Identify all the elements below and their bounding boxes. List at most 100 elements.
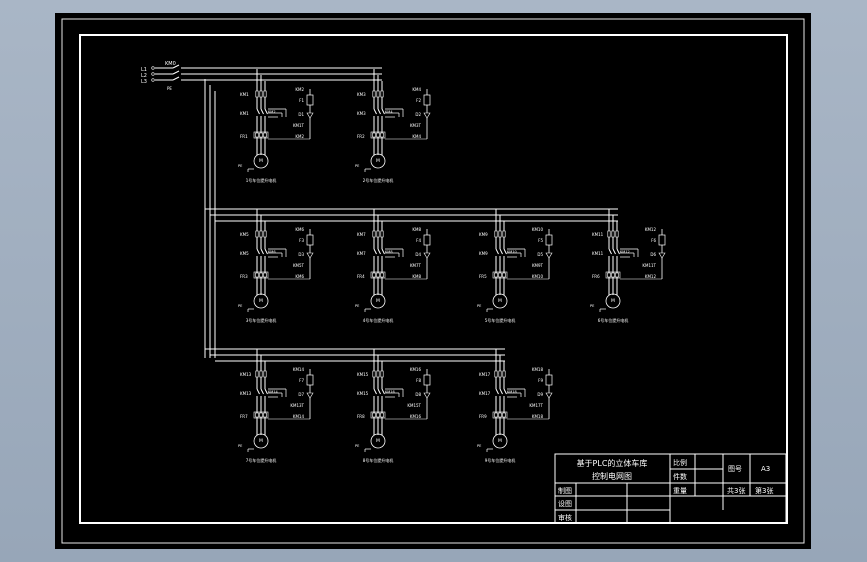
thermal-element — [259, 412, 263, 418]
fuse-symbol — [498, 230, 502, 238]
motor-label: M — [498, 298, 502, 304]
contact-symbol — [377, 108, 381, 115]
contact-symbol — [264, 108, 268, 115]
motor-circuit: MPEKM13KM13FR7KM14F7D7KM13TKM14KM147号车位提… — [238, 349, 314, 463]
thermal-element — [380, 272, 384, 278]
brake-contactor-label: KM14 — [293, 367, 305, 372]
thermal-element — [502, 412, 506, 418]
motor-label: M — [611, 298, 615, 304]
timer-label: KM7T — [410, 263, 422, 268]
phase-label-l2: L2 — [141, 73, 147, 79]
breaker-label: KM15 — [357, 372, 369, 377]
fuse-symbol — [380, 370, 384, 378]
fuse-symbol — [607, 230, 611, 238]
fuse-symbol — [494, 230, 498, 238]
thermal-element — [498, 412, 502, 418]
aux-contactor-label: KM6 — [295, 274, 304, 279]
fuse-symbol — [263, 230, 267, 238]
motor-symbol — [605, 293, 621, 309]
circuit-caption: 6号车位提升电机 — [598, 317, 629, 323]
circuit-caption: 5号车位提升电机 — [485, 317, 516, 323]
motor-symbol — [253, 153, 269, 169]
relay-label: F1 — [299, 98, 304, 103]
aux-contact-label: KM2 — [268, 110, 276, 114]
aux-contact-label: KM10 — [507, 250, 517, 254]
designed-by-label: 设图 — [558, 499, 572, 508]
overload-relay — [370, 271, 386, 279]
aux-contactor-label: KM10 — [532, 274, 544, 279]
timer-label: KM9T — [532, 263, 544, 268]
contact-symbol — [373, 108, 377, 115]
diode-symbol — [545, 392, 553, 399]
sheet-number: 第3张 — [755, 486, 773, 495]
aux-contact-label: KM8 — [385, 250, 393, 254]
relay-label: F3 — [299, 238, 304, 243]
title-block — [554, 453, 787, 524]
relay-label: F4 — [416, 238, 421, 243]
thermal-element — [607, 272, 611, 278]
circuit-caption: 4号车位提升电机 — [363, 317, 394, 323]
pe-label: PE — [355, 444, 359, 448]
motor-label: M — [259, 158, 263, 164]
thermal-label: FR8 — [357, 414, 365, 419]
diode-label: D1 — [298, 112, 304, 117]
relay-coil — [545, 374, 553, 386]
fuse-symbol — [376, 230, 380, 238]
aux-contactor-label: KM12 — [645, 274, 657, 279]
terminal-dot — [151, 78, 155, 82]
contact-symbol — [256, 108, 260, 115]
circuit-caption: 2号车位提升电机 — [363, 177, 394, 183]
brake-contactor-label: KM4 — [412, 87, 421, 92]
aux-contactor-label: KM4 — [412, 134, 421, 139]
thermal-element — [255, 272, 259, 278]
main-switch-blade — [172, 64, 180, 69]
fuse-symbol — [380, 90, 384, 98]
thermal-element — [372, 132, 376, 138]
motor-symbol — [370, 433, 386, 449]
thermal-label: FR4 — [357, 274, 365, 279]
sheet-size: A3 — [761, 465, 770, 473]
fuse-symbol — [380, 230, 384, 238]
motor-label: M — [376, 158, 380, 164]
contact-symbol — [256, 248, 260, 255]
timer-label: KM13T — [290, 403, 304, 408]
fuse-symbol — [376, 90, 380, 98]
contactor-label: KM13 — [240, 391, 252, 396]
thermal-element — [380, 412, 384, 418]
thermal-element — [263, 272, 267, 278]
pe-label: PE — [355, 304, 359, 308]
thermal-label: FR7 — [240, 414, 248, 419]
relay-label: F9 — [538, 378, 543, 383]
fuse-symbol — [263, 90, 267, 98]
contact-symbol — [495, 248, 499, 255]
contact-symbol — [499, 248, 503, 255]
phase-label-l3: L3 — [141, 79, 147, 85]
thermal-element — [376, 412, 380, 418]
contact-symbol — [377, 388, 381, 395]
breaker-label: KM11 — [592, 232, 604, 237]
contactor-label: KM1 — [240, 111, 249, 116]
outer-frame — [61, 18, 805, 544]
diode-symbol — [545, 252, 553, 259]
terminal-dot — [151, 66, 155, 70]
thermal-label: FR3 — [240, 274, 248, 279]
distribution-busbars — [204, 79, 618, 362]
brake-contactor-label: KM12 — [645, 227, 657, 232]
contactor-label: KM17 — [479, 391, 491, 396]
relay-label: F8 — [416, 378, 421, 383]
motor-symbol — [253, 433, 269, 449]
diode-symbol — [423, 252, 431, 259]
motor-circuit: MPEKM11KM11FR6KM12F6D6KM11TKM12KM126号车位提… — [590, 209, 666, 323]
motor-label: M — [259, 298, 263, 304]
fuse-symbol — [498, 370, 502, 378]
aux-contact-label: KM12 — [620, 250, 630, 254]
relay-coil — [423, 374, 431, 386]
contact-symbol — [381, 388, 385, 395]
supply-busbars — [151, 64, 382, 82]
fuse-symbol — [255, 370, 259, 378]
contact-symbol — [264, 388, 268, 395]
diode-label: D4 — [415, 252, 421, 257]
thermal-element — [255, 132, 259, 138]
relay-coil — [423, 234, 431, 246]
